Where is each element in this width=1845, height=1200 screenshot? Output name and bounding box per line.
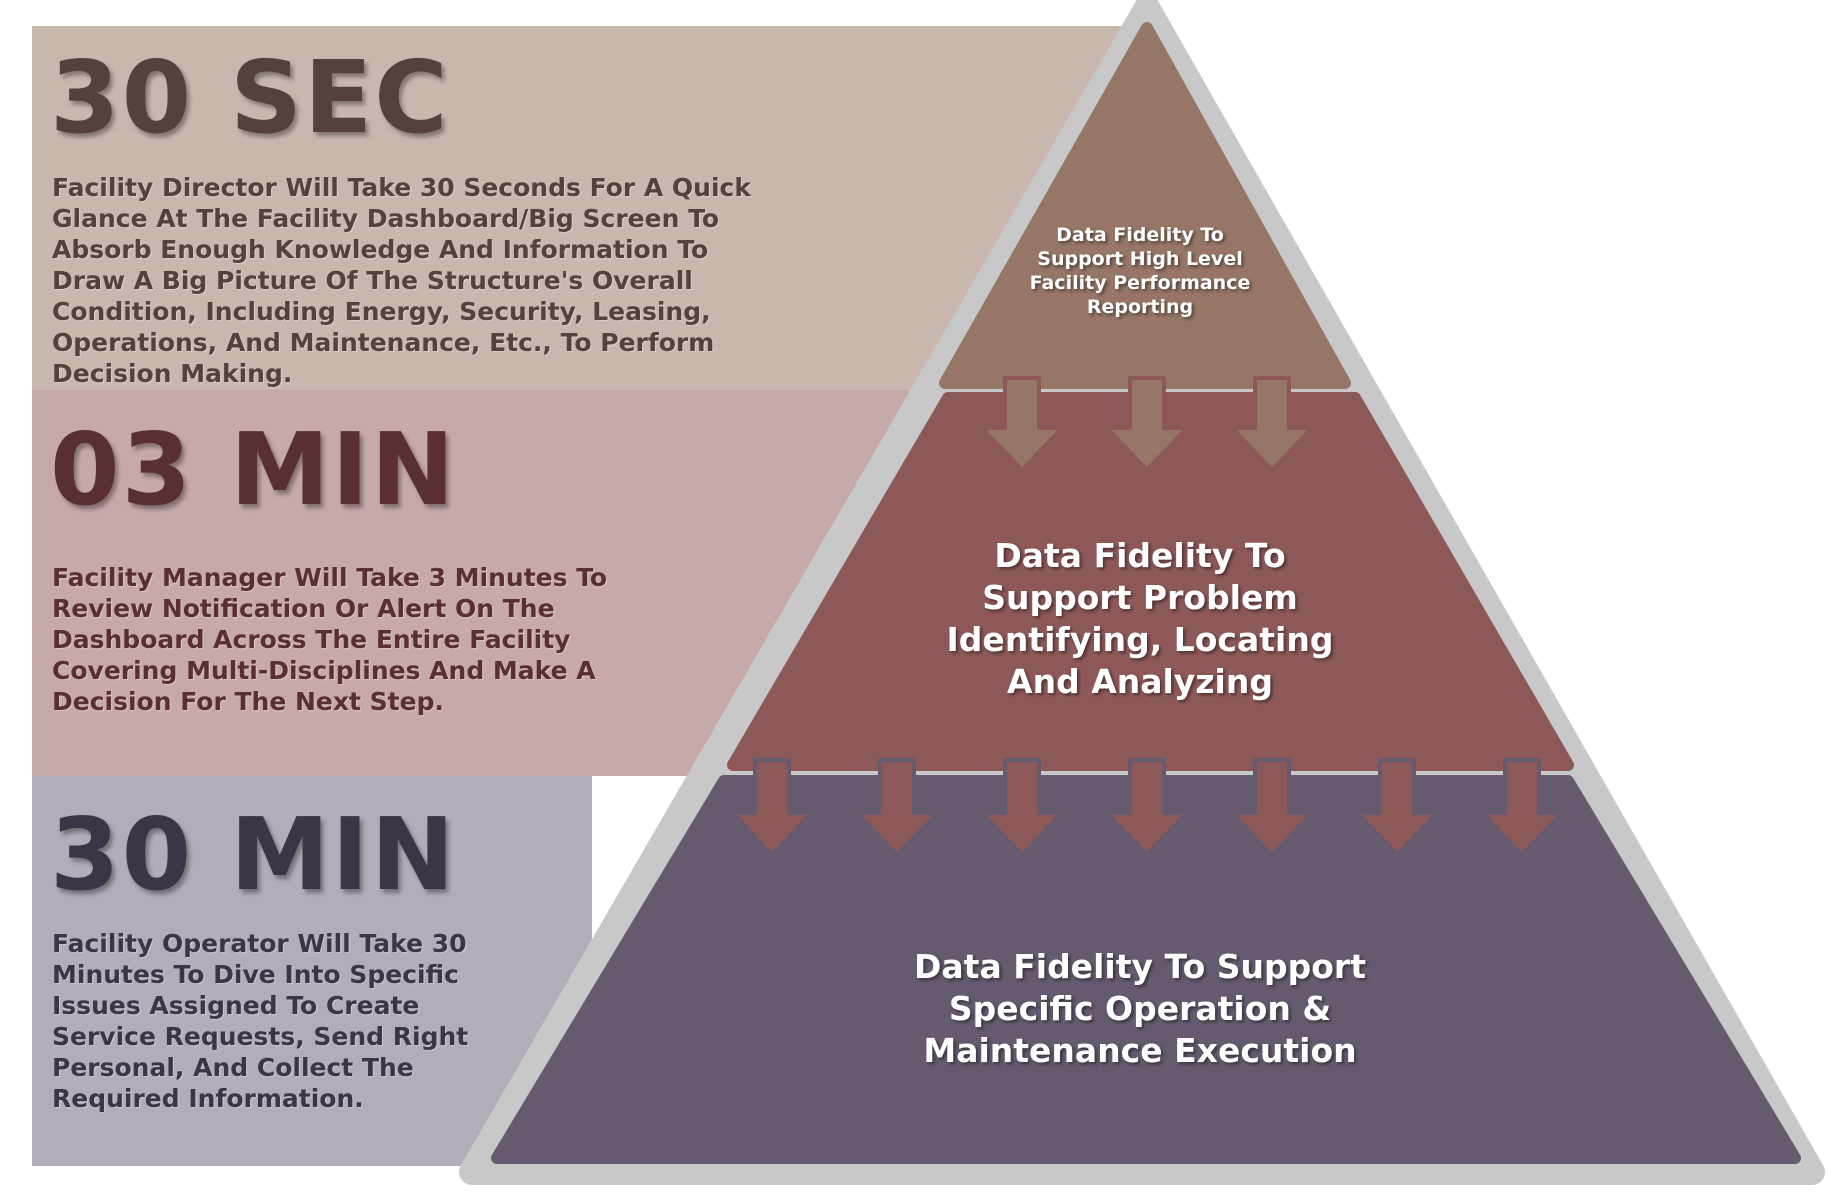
description-facility-operator: Facility Operator Will Take 30 Minutes T… <box>52 929 469 1113</box>
down-arrow-icon <box>1355 758 1439 857</box>
arrows-middle-to-bottom <box>730 758 1564 857</box>
time-label-30-sec: 30 SEC <box>50 39 450 156</box>
pyramid-tier-middle <box>727 392 1574 771</box>
description-facility-manager: Facility Manager Will Take 3 Minutes To … <box>52 563 608 716</box>
pyramid-tier-top <box>939 22 1351 389</box>
arrows-top-to-middle <box>980 376 1314 472</box>
down-arrow-icon <box>730 758 814 857</box>
down-arrow-icon <box>1230 376 1314 472</box>
tier-middle-label: Data Fidelity To Support Problem Identif… <box>946 536 1334 701</box>
down-arrow-icon <box>1230 758 1314 857</box>
tier-bottom-label: Data Fidelity To Support Specific Operat… <box>914 947 1366 1070</box>
down-arrow-icon <box>855 758 939 857</box>
down-arrow-icon <box>1105 376 1189 472</box>
time-label-30-min: 30 MIN <box>50 796 457 913</box>
down-arrow-icon <box>980 758 1064 857</box>
tier-top-label: Data Fidelity To Support High Level Faci… <box>1029 224 1251 318</box>
down-arrow-icon <box>1105 758 1189 857</box>
description-facility-director: Facility Director Will Take 30 Seconds F… <box>52 173 751 388</box>
time-label-03-min: 03 MIN <box>50 411 457 528</box>
down-arrow-icon <box>1480 758 1564 857</box>
down-arrow-icon <box>980 376 1064 472</box>
